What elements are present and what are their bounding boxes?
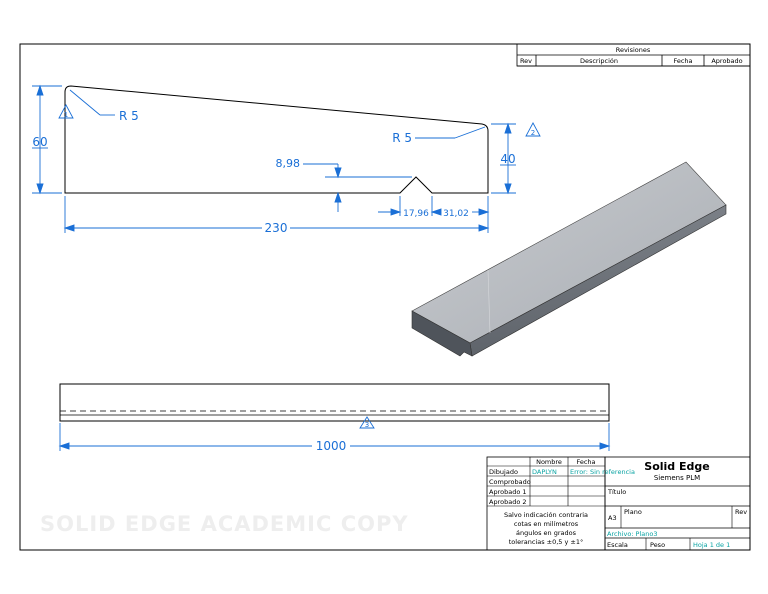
tb-note-line2: cotas en milímetros bbox=[514, 520, 579, 528]
watermark: SOLID EDGE ACADEMIC COPY bbox=[40, 512, 409, 536]
dimensions bbox=[32, 84, 516, 233]
iso-end-face bbox=[411, 310, 473, 357]
tb-rev-label: Rev bbox=[735, 508, 747, 516]
svg-text:3: 3 bbox=[365, 421, 369, 429]
dim-radius-left: R 5 bbox=[119, 109, 139, 123]
tb-col-date: Fecha bbox=[576, 458, 595, 466]
tb-weight-label: Peso bbox=[650, 541, 665, 549]
bottom-view: 3 1000 bbox=[58, 383, 611, 453]
revisions-col-rev: Rev bbox=[520, 57, 532, 65]
dim-length-top: 230 bbox=[265, 221, 288, 235]
callout-bottom: 3 bbox=[359, 416, 375, 429]
tb-size: A3 bbox=[608, 514, 617, 522]
tb-col-name: Nombre bbox=[536, 458, 562, 466]
revisions-col-desc: Descripción bbox=[580, 57, 618, 65]
tb-note-line4: tolerancias ±0,5 y ±1° bbox=[509, 538, 584, 546]
sheet-border bbox=[19, 43, 751, 551]
tb-note-line3: ángulos en grados bbox=[516, 529, 577, 537]
tb-drawn-date: Error: Sin referencia bbox=[570, 468, 635, 476]
title-block: Nombre Fecha Dibujado Comprobado Aprobad… bbox=[486, 456, 751, 551]
part-profile bbox=[64, 85, 489, 194]
tb-sheet-label: Hoja 1 de 1 bbox=[693, 541, 730, 549]
tb-row-drawn: Dibujado bbox=[489, 468, 518, 476]
revisions-title: Revisiones bbox=[616, 46, 651, 54]
dim-notch-width: 17,96 bbox=[403, 209, 429, 219]
callout-right: 2 bbox=[525, 122, 541, 137]
callout-left: 1 bbox=[58, 104, 74, 119]
tb-drawn-name: DAPLYN bbox=[532, 468, 557, 476]
dim-radius-right: R 5 bbox=[392, 131, 412, 145]
dim-notch-depth: 8,98 bbox=[276, 157, 301, 170]
dim-length-bottom: 1000 bbox=[316, 439, 347, 453]
tb-row-checked: Comprobado bbox=[489, 478, 531, 486]
tb-title-label: Título bbox=[607, 488, 626, 496]
iso-top-face bbox=[411, 161, 727, 344]
tb-brand: Solid Edge bbox=[644, 460, 709, 473]
tb-plan-label: Plano bbox=[624, 508, 642, 516]
front-view bbox=[64, 85, 489, 194]
tb-row-approved2: Aprobado 2 bbox=[489, 498, 527, 506]
dim-height-left: 60 bbox=[32, 135, 47, 149]
tb-scale-label: Escala bbox=[607, 541, 628, 549]
tb-note-line1: Salvo indicación contraria bbox=[504, 511, 588, 519]
tb-row-approved1: Aprobado 1 bbox=[489, 488, 527, 496]
bottom-view-outline bbox=[59, 383, 610, 422]
revisions-table: Revisiones Rev Descripción Fecha Aprobad… bbox=[516, 43, 751, 67]
dim-height-right: 40 bbox=[500, 152, 515, 166]
dim-notch-offset: 31,02 bbox=[443, 209, 469, 219]
revisions-col-approved: Aprobado bbox=[711, 57, 742, 65]
isometric-view bbox=[411, 161, 727, 357]
tb-file-label: Archivo: Plano3 bbox=[607, 530, 658, 538]
tb-brand-sub: Siemens PLM bbox=[654, 474, 700, 482]
svg-text:2: 2 bbox=[531, 129, 535, 137]
svg-text:1: 1 bbox=[64, 111, 68, 119]
revisions-col-date: Fecha bbox=[673, 57, 692, 65]
